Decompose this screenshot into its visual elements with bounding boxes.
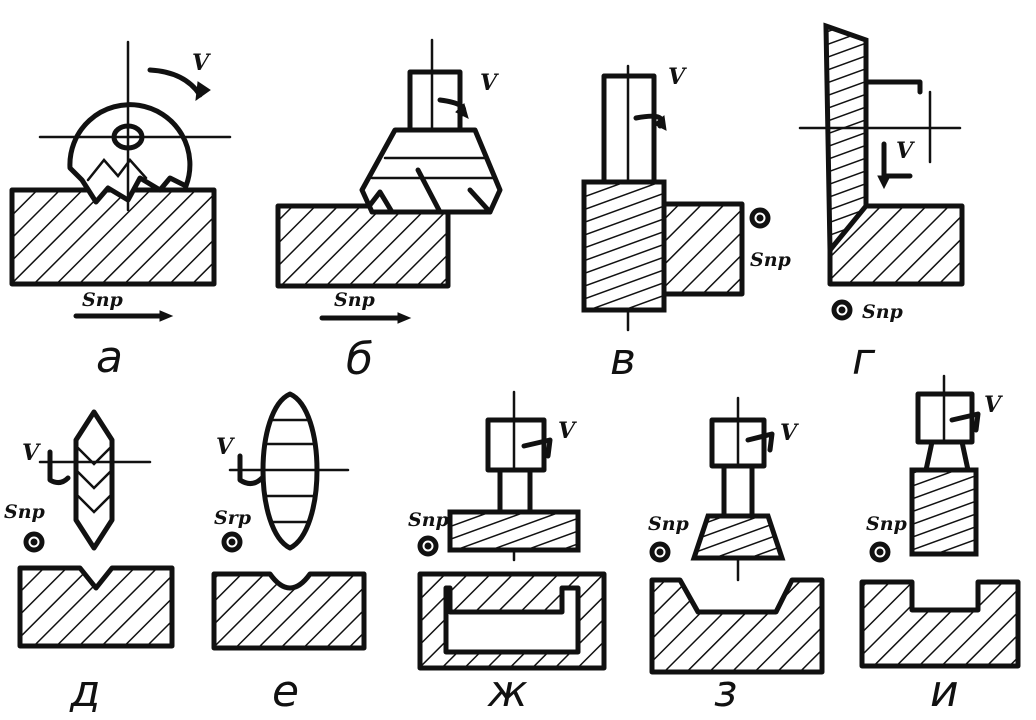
t-slot-cutter-zh	[447, 509, 581, 553]
panel-b: V Sпр б	[275, 38, 503, 385]
speed-label-i: V	[984, 392, 1003, 418]
label-b: б	[346, 334, 373, 385]
feed-label-a: Sпр	[82, 289, 124, 311]
workpiece-zh	[417, 571, 607, 671]
workpiece-e	[211, 571, 367, 651]
label-a: а	[96, 332, 123, 383]
workpiece-i	[859, 579, 1021, 669]
workpiece-z	[649, 577, 825, 675]
panel-g: V Sпр г	[798, 22, 965, 385]
panel-v: V Sпр в	[581, 64, 792, 385]
speed-label-a: V	[192, 50, 211, 76]
workpiece-d	[17, 565, 175, 649]
label-i: и	[930, 666, 959, 717]
label-z: з	[714, 666, 737, 717]
panel-e: V Srp е	[211, 391, 367, 717]
panel-i: V Sпр и	[859, 374, 1021, 717]
workpiece-b	[275, 203, 451, 289]
dovetail-cutter-z	[690, 513, 786, 561]
disk-cutter-a	[67, 102, 193, 205]
feed-label-g: Sпр	[862, 301, 904, 323]
speed-label-b: V	[480, 70, 499, 96]
speed-label-d: V	[22, 440, 41, 466]
speed-label-g: V	[896, 138, 915, 164]
feed-label-b: Sпр	[334, 289, 376, 311]
neck-z	[721, 463, 755, 519]
label-g: г	[852, 334, 876, 385]
feed-label-e: Srp	[214, 507, 252, 529]
double-angle-cutter-d	[73, 409, 115, 551]
panel-d: V Sпр д	[4, 409, 175, 717]
speed-label-e: V	[216, 434, 235, 460]
neck-i	[923, 439, 971, 473]
speed-label-z: V	[780, 420, 799, 446]
neck-zh	[497, 467, 533, 515]
speed-label-v: V	[668, 64, 687, 90]
label-d: д	[69, 666, 100, 717]
feed-label-i: Sпр	[866, 513, 908, 535]
panel-a: V Sпр а	[9, 40, 232, 383]
feed-label-d: Sпр	[4, 501, 46, 523]
workpiece-v	[661, 201, 745, 297]
feed-label-v: Sпр	[750, 249, 792, 271]
feed-label-zh: Sпр	[408, 509, 450, 531]
feed-label-z: Sпр	[648, 513, 690, 535]
workpiece-a	[9, 187, 217, 287]
end-mill-v	[581, 179, 667, 313]
label-e: е	[272, 666, 299, 717]
label-v: в	[610, 334, 636, 385]
label-zh: ж	[487, 666, 528, 717]
speed-label-zh: V	[558, 418, 577, 444]
panel-zh: V Sпр ж	[408, 390, 607, 717]
end-mill-i	[909, 467, 979, 557]
panel-z: V Sпр з	[648, 396, 825, 717]
angle-cutter-g	[823, 22, 869, 257]
